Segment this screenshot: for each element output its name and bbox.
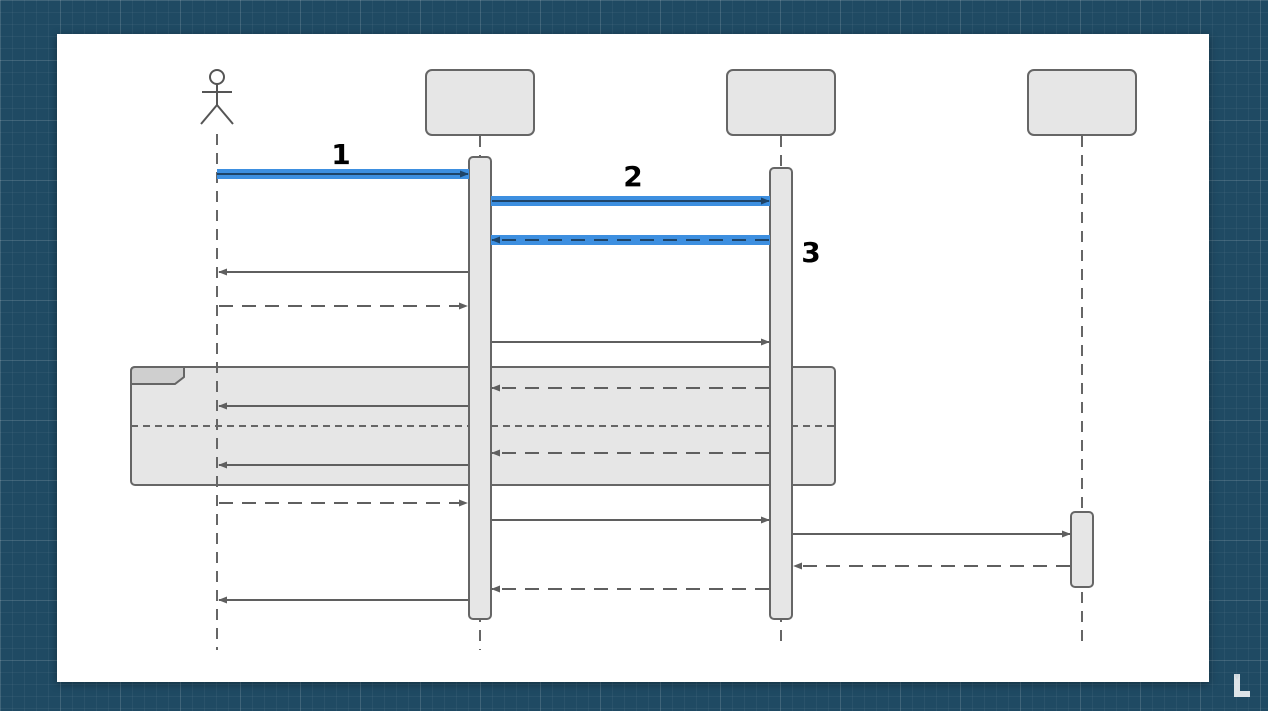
activation-bar-1[interactable] xyxy=(468,156,492,620)
activation-bar-2[interactable] xyxy=(769,167,793,620)
step-label-2: 2 xyxy=(623,160,642,193)
messages xyxy=(218,268,1071,604)
stick-figure-icon[interactable] xyxy=(200,69,234,125)
sequence-diagram: 1 2 3 xyxy=(130,69,1137,650)
message-highlights xyxy=(217,169,770,245)
lucid-logo-icon xyxy=(1234,674,1250,697)
fragment-tab xyxy=(130,366,185,385)
diagram-canvas: 1 2 3 xyxy=(57,34,1209,682)
participant-box-1[interactable] xyxy=(425,69,535,136)
activation-bar-3[interactable] xyxy=(1070,511,1094,588)
step-label-1: 1 xyxy=(331,138,350,171)
participant-box-3[interactable] xyxy=(1027,69,1137,136)
participant-box-2[interactable] xyxy=(726,69,836,136)
step-label-3: 3 xyxy=(801,236,820,269)
